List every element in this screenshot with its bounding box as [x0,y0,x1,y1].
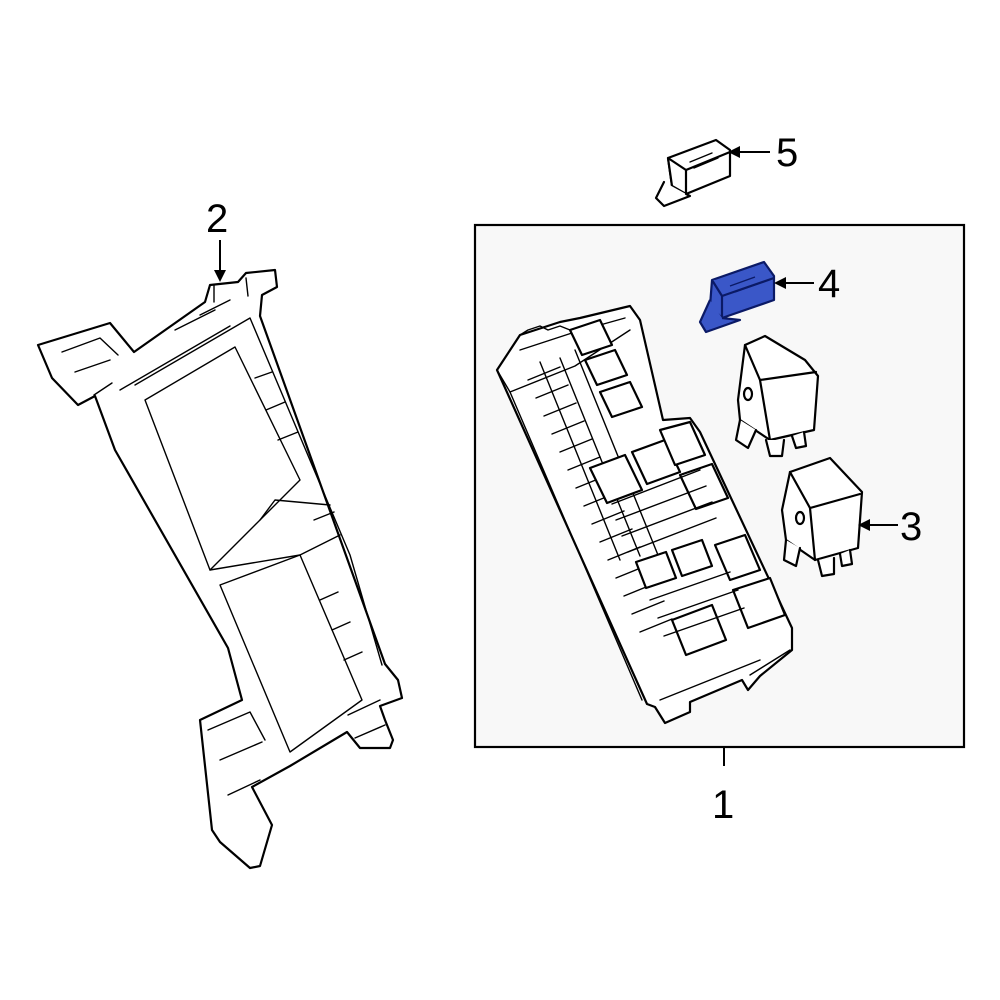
callout-2: 2 [206,197,228,241]
relay-icon[interactable] [734,334,820,458]
fuse-icon[interactable] [654,138,732,208]
callout-2-leader [214,240,226,282]
mounting-bracket-icon[interactable] [36,268,404,870]
callout-5-leader [728,146,770,158]
callout-4-leader [774,277,814,289]
callout-1: 1 [712,783,734,827]
callout-3-leader [858,519,898,531]
fuse-box-icon[interactable] [495,304,794,725]
callout-4: 4 [818,262,840,306]
fuse-highlighted-icon[interactable] [698,260,776,334]
callout-5: 5 [776,131,798,175]
relay-icon-lower[interactable] [780,456,864,578]
callout-3: 3 [900,505,922,549]
